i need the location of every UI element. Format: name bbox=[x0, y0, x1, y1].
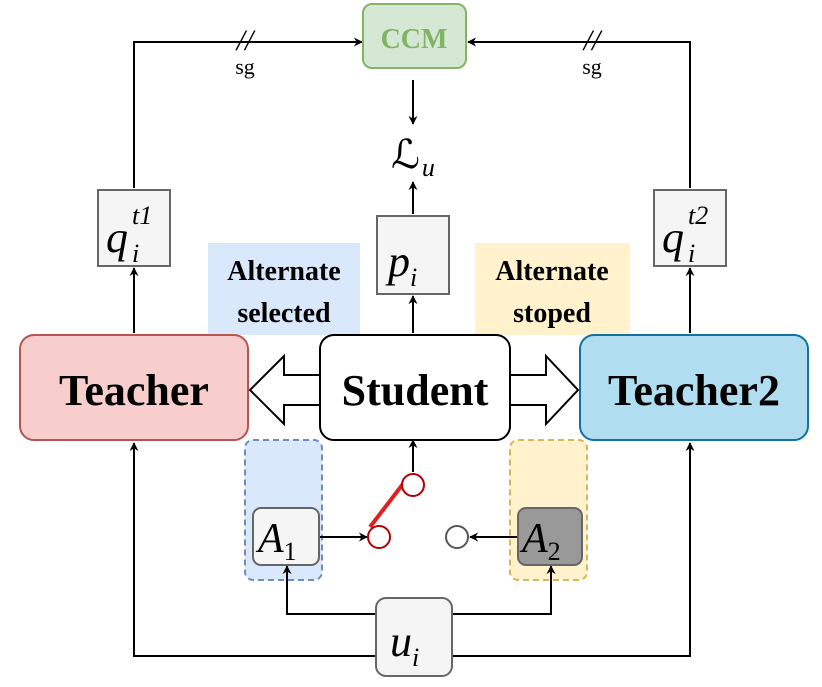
q-t2-subscript: i bbox=[688, 239, 695, 268]
a2-base: A bbox=[519, 516, 548, 562]
p-i-subscript: i bbox=[410, 263, 417, 292]
teacher2-node: Teacher2 bbox=[579, 334, 809, 441]
alternate-stoped-line2: stoped bbox=[513, 298, 591, 329]
switch-left-contact bbox=[367, 525, 391, 549]
alternate-stoped-line1: Alternate bbox=[495, 256, 609, 287]
stop-gradient-symbol: // bbox=[235, 24, 256, 57]
ui-to-a2-arrow bbox=[452, 565, 556, 615]
u-i-base: u bbox=[390, 617, 412, 666]
stop-gradient-right: // sg bbox=[582, 24, 603, 79]
svg-text:q: q bbox=[662, 213, 684, 262]
alternate-selected-region bbox=[208, 243, 360, 335]
svg-text:A1: A1 bbox=[255, 516, 297, 566]
ui-to-teacher-arrow bbox=[129, 442, 376, 657]
svg-text:A2: A2 bbox=[519, 516, 561, 566]
loss-subscript: u bbox=[422, 153, 435, 182]
q-t1-superscript: t1 bbox=[132, 201, 152, 230]
stop-gradient-left: // sg bbox=[235, 24, 256, 79]
q-t1-base: q bbox=[106, 213, 128, 262]
student-to-teacher-hollow-arrow bbox=[248, 353, 321, 427]
loss-symbol: ℒ bbox=[391, 132, 420, 178]
u-i-node: ui bbox=[375, 597, 453, 677]
teacher-label: Teacher bbox=[59, 366, 209, 415]
stop-gradient-label: sg bbox=[582, 54, 602, 79]
ccm-label: CCM bbox=[381, 24, 448, 55]
connectors bbox=[129, 37, 695, 657]
q-t2-superscript: t2 bbox=[688, 201, 708, 230]
p-i-node: pi bbox=[376, 215, 450, 295]
stop-gradient-symbol: // bbox=[582, 24, 603, 57]
teacher-node: Teacher bbox=[19, 334, 249, 441]
q-t1-subscript: i bbox=[132, 239, 139, 268]
alternate-selected-line2: selected bbox=[237, 298, 331, 329]
alternate-switch bbox=[367, 473, 469, 549]
svg-text:pi: pi bbox=[385, 237, 417, 292]
switch-top-contact bbox=[401, 473, 425, 497]
student-to-teacher2-hollow-arrow bbox=[509, 353, 580, 427]
svg-text:ℒu: ℒu bbox=[391, 132, 435, 182]
ccm-node: CCM bbox=[362, 3, 467, 69]
loss-node: ℒu bbox=[391, 132, 435, 182]
switch-right-contact bbox=[445, 525, 469, 549]
q-t2-node: q t2 i bbox=[653, 189, 727, 268]
stop-gradient-label: sg bbox=[235, 54, 255, 79]
u-i-subscript: i bbox=[412, 643, 419, 672]
q-t1-node: q t1 i bbox=[97, 189, 171, 268]
student-label: Student bbox=[342, 366, 489, 415]
a1-base: A bbox=[255, 516, 284, 562]
a1-node: A1 bbox=[252, 507, 320, 566]
a1-subscript: 1 bbox=[284, 537, 297, 566]
svg-text:q: q bbox=[106, 213, 128, 262]
ui-to-a1-arrow bbox=[282, 565, 376, 615]
p-i-base: p bbox=[385, 237, 410, 286]
svg-text:ui: ui bbox=[390, 617, 419, 672]
alternate-stoped-region bbox=[475, 243, 630, 335]
a2-node: A2 bbox=[517, 507, 583, 566]
ui-to-teacher2-arrow bbox=[452, 442, 695, 657]
q-t2-base: q bbox=[662, 213, 684, 262]
switch-lever bbox=[368, 478, 408, 529]
qt1-to-ccm-arrow bbox=[133, 37, 363, 188]
teacher2-label: Teacher2 bbox=[608, 366, 780, 415]
qt2-to-ccm-arrow bbox=[467, 37, 691, 188]
student-node: Student bbox=[319, 334, 511, 441]
alternate-selected-line1: Alternate bbox=[227, 256, 341, 287]
a2-subscript: 2 bbox=[548, 537, 561, 566]
